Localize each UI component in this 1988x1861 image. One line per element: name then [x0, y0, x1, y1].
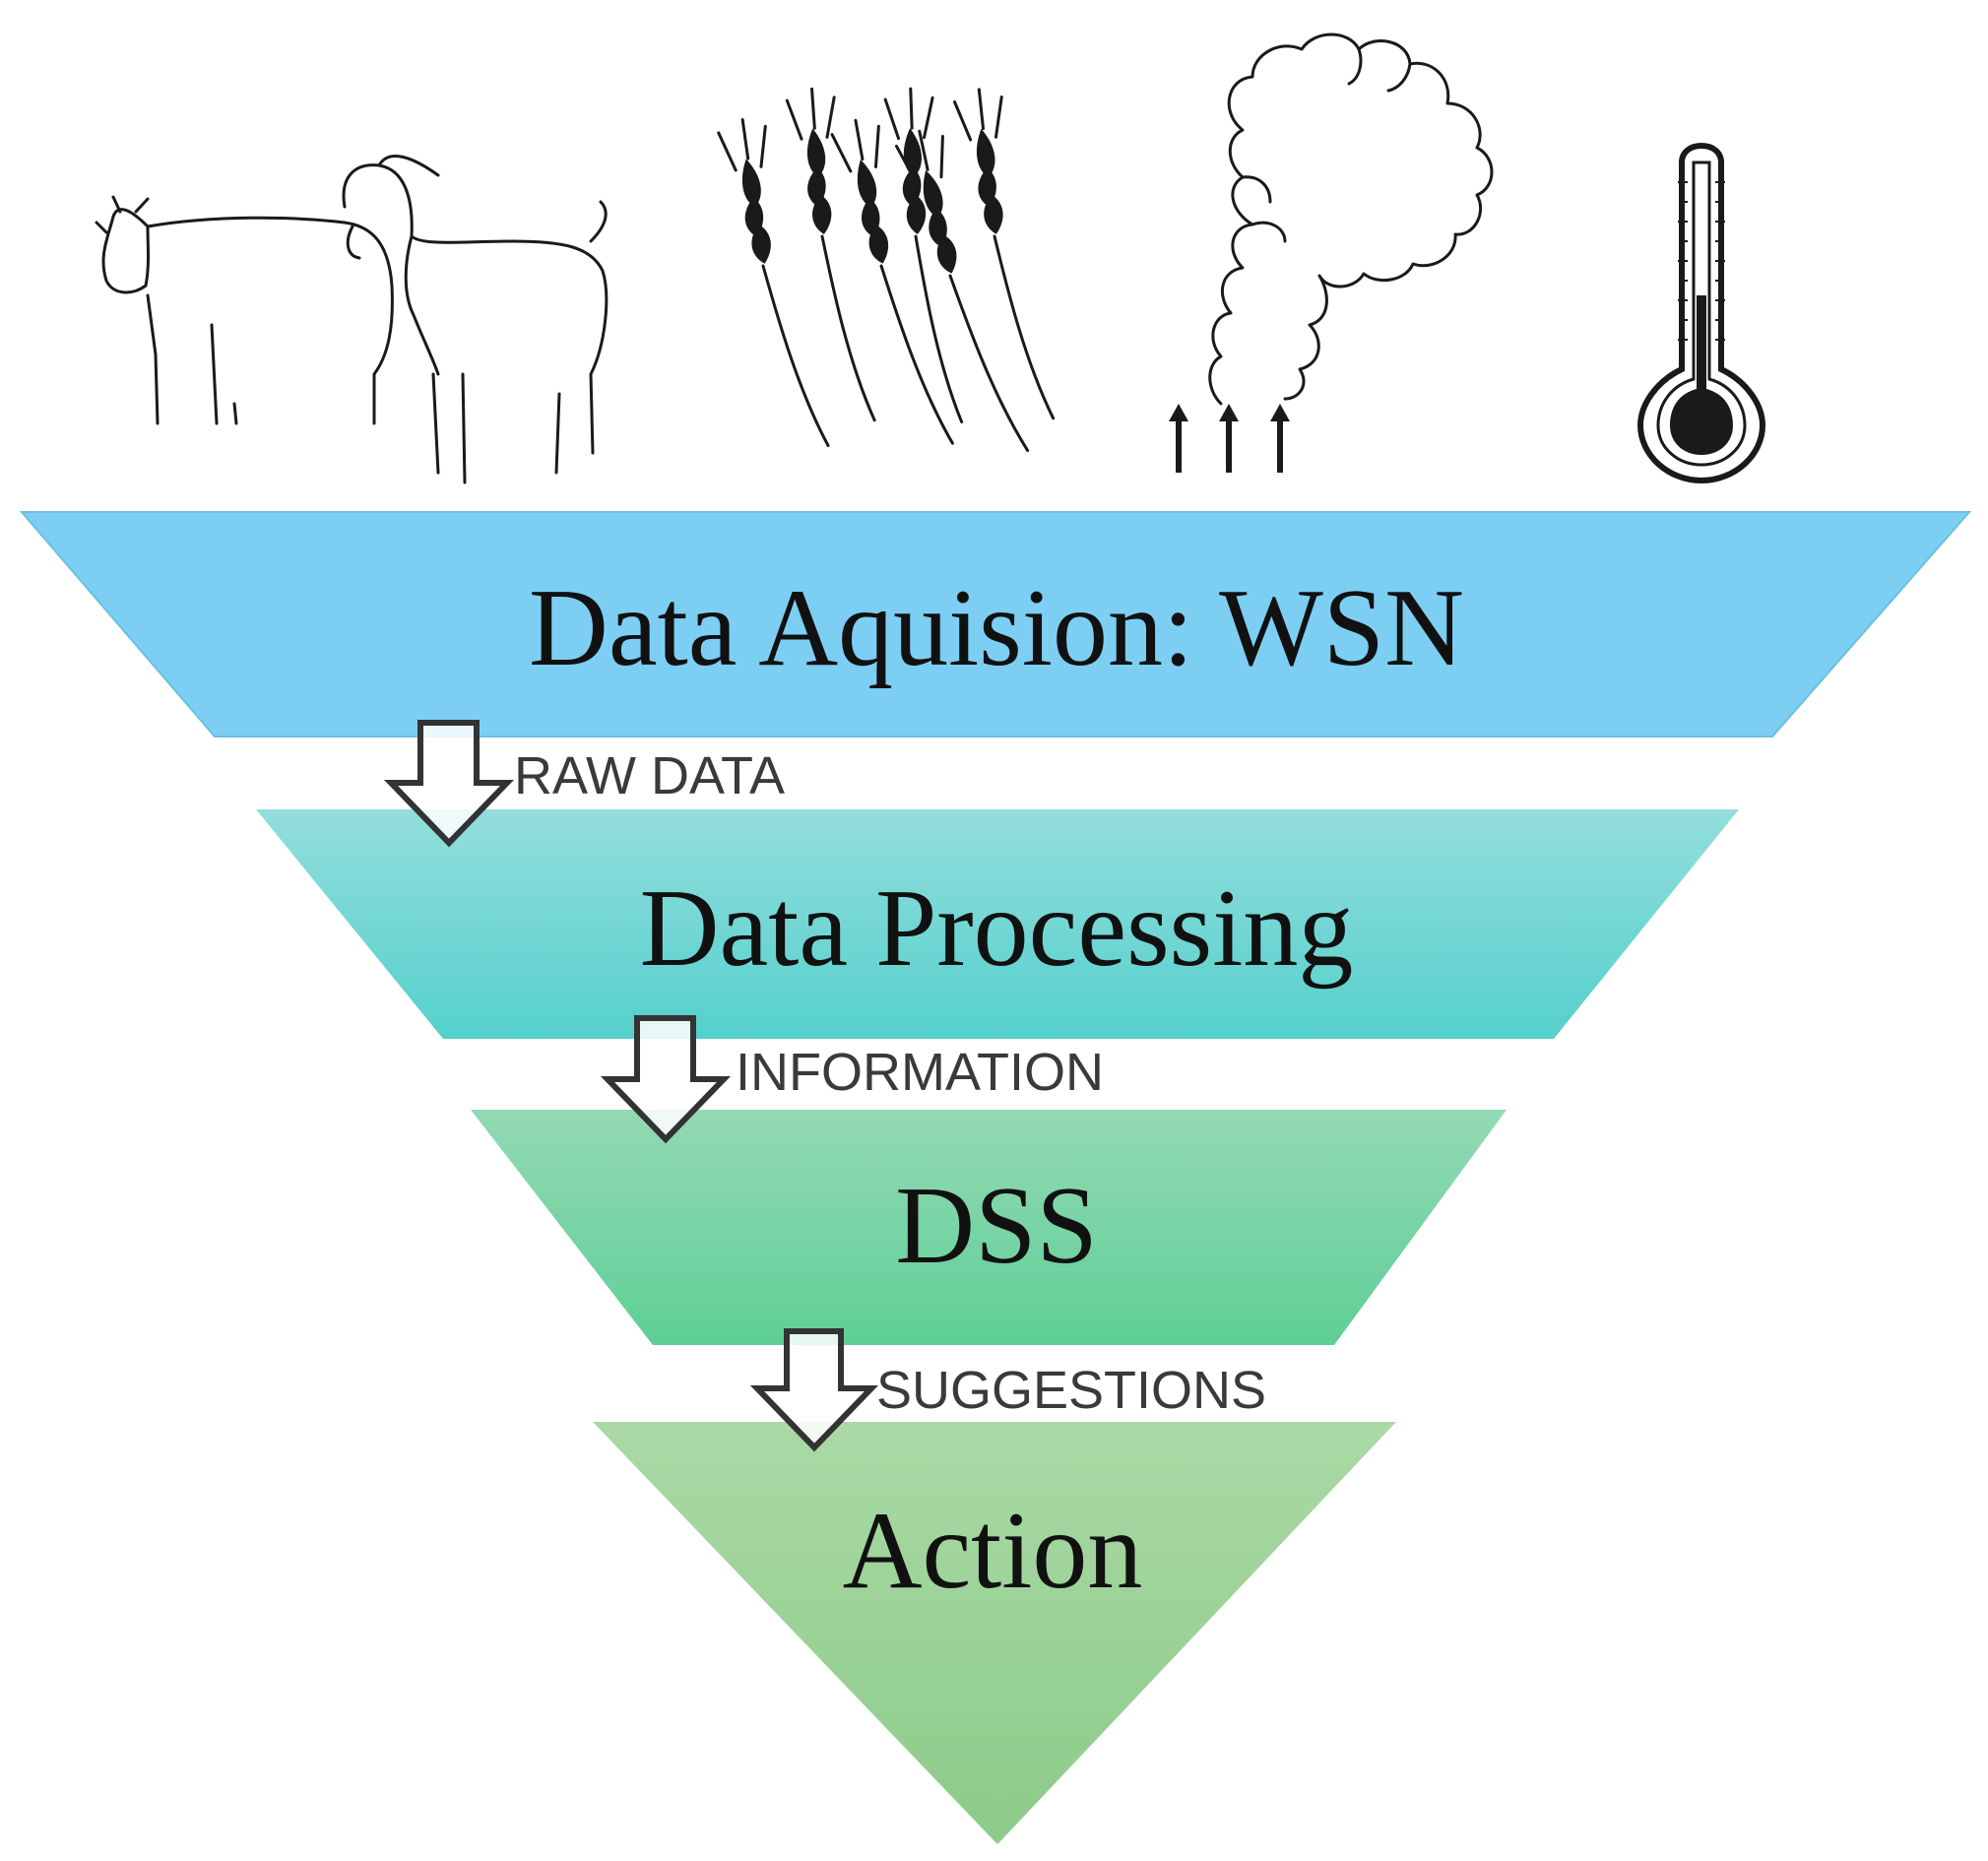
layer-action: Action: [593, 1422, 1396, 1844]
emissions-icon: [1169, 32, 1494, 473]
layer-label: Data Processing: [640, 867, 1354, 990]
upward-arrow-icon: [1169, 404, 1188, 473]
layer-data-acquisition: Data Aquision: WSN: [19, 511, 1972, 738]
down-arrow-icon: [600, 1015, 732, 1144]
down-arrow-icon: [749, 1328, 879, 1452]
layer-data-processing: Data Processing: [256, 809, 1739, 1039]
upward-arrow-icon: [1270, 404, 1290, 473]
flow-raw-data: RAW DATA: [383, 720, 785, 848]
layer-label: Data Aquision: WSN: [529, 567, 1464, 689]
flow-label: SUGGESTIONS: [876, 1361, 1266, 1420]
layer-label: Action: [843, 1490, 1143, 1612]
flow-label: RAW DATA: [514, 746, 785, 805]
layer-label: DSS: [895, 1165, 1097, 1287]
layer-dss: DSS: [471, 1110, 1507, 1345]
temperature-icon: [1636, 142, 1766, 484]
flow-label: INFORMATION: [736, 1043, 1104, 1102]
down-arrow-icon: [383, 720, 515, 848]
livestock-icon: [95, 155, 609, 484]
flow-suggestions: SUGGESTIONS: [749, 1328, 1266, 1452]
crop-icon: [715, 84, 1056, 466]
flow-information: INFORMATION: [600, 1015, 1104, 1144]
upward-arrow-icon: [1219, 404, 1239, 473]
